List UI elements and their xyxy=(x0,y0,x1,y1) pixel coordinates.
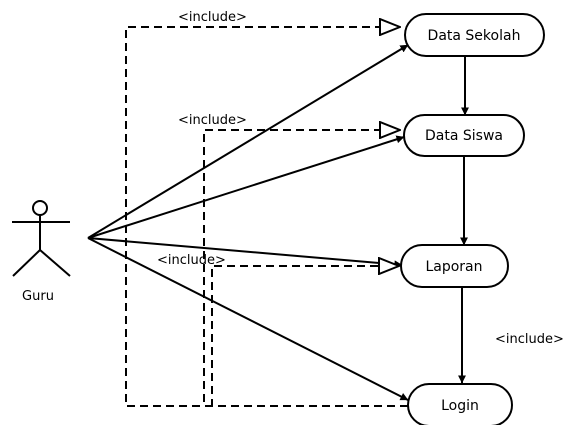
association-laporan xyxy=(87,237,403,269)
include-labels: <include> <include> <include> <include> xyxy=(157,10,564,347)
actor-head xyxy=(32,200,48,216)
use-case-laporan: Laporan xyxy=(400,244,509,288)
use-case-label: Data Sekolah xyxy=(428,28,521,44)
include-label-middle: <include> xyxy=(178,113,247,128)
use-case-shape xyxy=(404,13,545,57)
actor-right-leg xyxy=(39,249,71,277)
use-case-data-siswa: Data Siswa xyxy=(403,114,525,157)
actor-guru: Guru xyxy=(12,200,71,304)
use-case-flow xyxy=(458,56,469,384)
include-label-right: <include> xyxy=(495,332,564,347)
use-case-label: Laporan xyxy=(425,259,482,275)
use-case-shape xyxy=(400,244,509,288)
association-data-sekolah xyxy=(87,44,409,239)
include-login-data-sekolah xyxy=(125,27,408,407)
include-login-laporan xyxy=(211,266,408,407)
associations xyxy=(87,44,409,401)
use-case-data-sekolah: Data Sekolah xyxy=(404,13,545,57)
use-case-shape xyxy=(403,114,525,157)
include-label-lower: <include> xyxy=(157,253,226,268)
use-case-shape xyxy=(407,383,513,425)
use-case-label: Login xyxy=(441,398,479,414)
actor-label: Guru xyxy=(22,289,54,304)
association-data-siswa xyxy=(87,135,405,239)
use-case-label: Data Siswa xyxy=(425,128,503,144)
association-login xyxy=(87,237,409,401)
include-login-data-siswa xyxy=(203,130,408,407)
use-case-login: Login xyxy=(407,383,513,425)
actor-left-leg xyxy=(12,249,41,277)
include-dependencies xyxy=(125,27,408,407)
include-label-top: <include> xyxy=(178,10,247,25)
